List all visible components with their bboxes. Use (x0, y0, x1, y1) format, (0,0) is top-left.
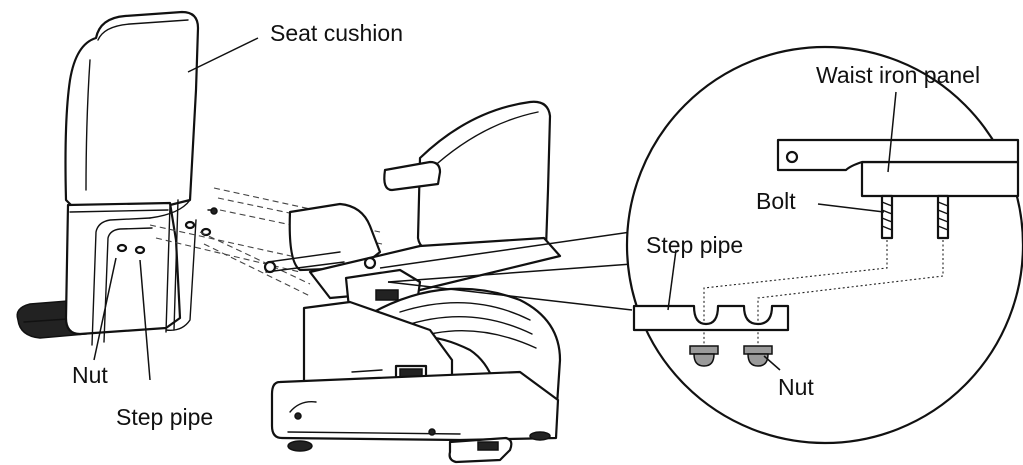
label-nut-detail: Nut (778, 374, 814, 400)
base (270, 370, 560, 442)
waist-iron-panel (860, 160, 1020, 198)
bracket (776, 138, 1020, 172)
nuts (689, 345, 773, 367)
armrest (383, 160, 442, 192)
step-pipe-detail (632, 304, 790, 332)
bolt-holes-left (116, 207, 218, 255)
seat-cushion-lower (64, 201, 182, 336)
label-step-pipe-detail: Step pipe (646, 232, 744, 258)
label-bolt: Bolt (756, 188, 796, 214)
label-waist-iron-panel: Waist iron panel (816, 62, 981, 88)
seat-cushion-assembly (16, 10, 218, 346)
label-nut-left: Nut (72, 362, 108, 388)
bolts (880, 194, 950, 240)
label-seat-cushion: Seat cushion (270, 20, 403, 46)
step-pipe-frame-left (91, 217, 151, 346)
label-step-pipe-left: Step pipe (116, 404, 214, 430)
detail-callout (379, 45, 1023, 445)
label-leaders (93, 37, 897, 381)
machine (263, 100, 562, 464)
seat-frame (288, 202, 382, 272)
